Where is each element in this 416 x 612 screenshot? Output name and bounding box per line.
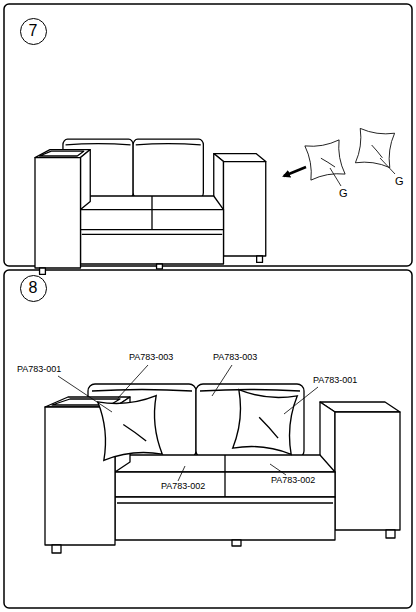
step-number-text: 8 [29, 280, 38, 296]
step-number: 8 [20, 275, 47, 302]
step-number-text: 7 [29, 23, 38, 39]
part-code: PA783-001 [312, 376, 358, 386]
part-code: PA783-001 [16, 365, 62, 375]
part-letter: G [394, 175, 405, 187]
part-code: PA783-002 [160, 482, 206, 492]
insert-arrow [284, 167, 306, 176]
part-code: PA783-003 [212, 353, 258, 363]
sofa-drawing [45, 384, 400, 553]
part-code: PA783-003 [128, 353, 174, 363]
leader-line [58, 365, 318, 481]
sofa-drawing [35, 139, 266, 274]
leader-line [330, 158, 395, 186]
part-code: PA783-002 [270, 476, 316, 486]
pillow-drawing [98, 390, 298, 461]
panel-frame [4, 270, 412, 608]
step-number: 7 [20, 18, 47, 45]
part-letter: G [338, 187, 349, 199]
pillow-drawing [305, 128, 395, 180]
